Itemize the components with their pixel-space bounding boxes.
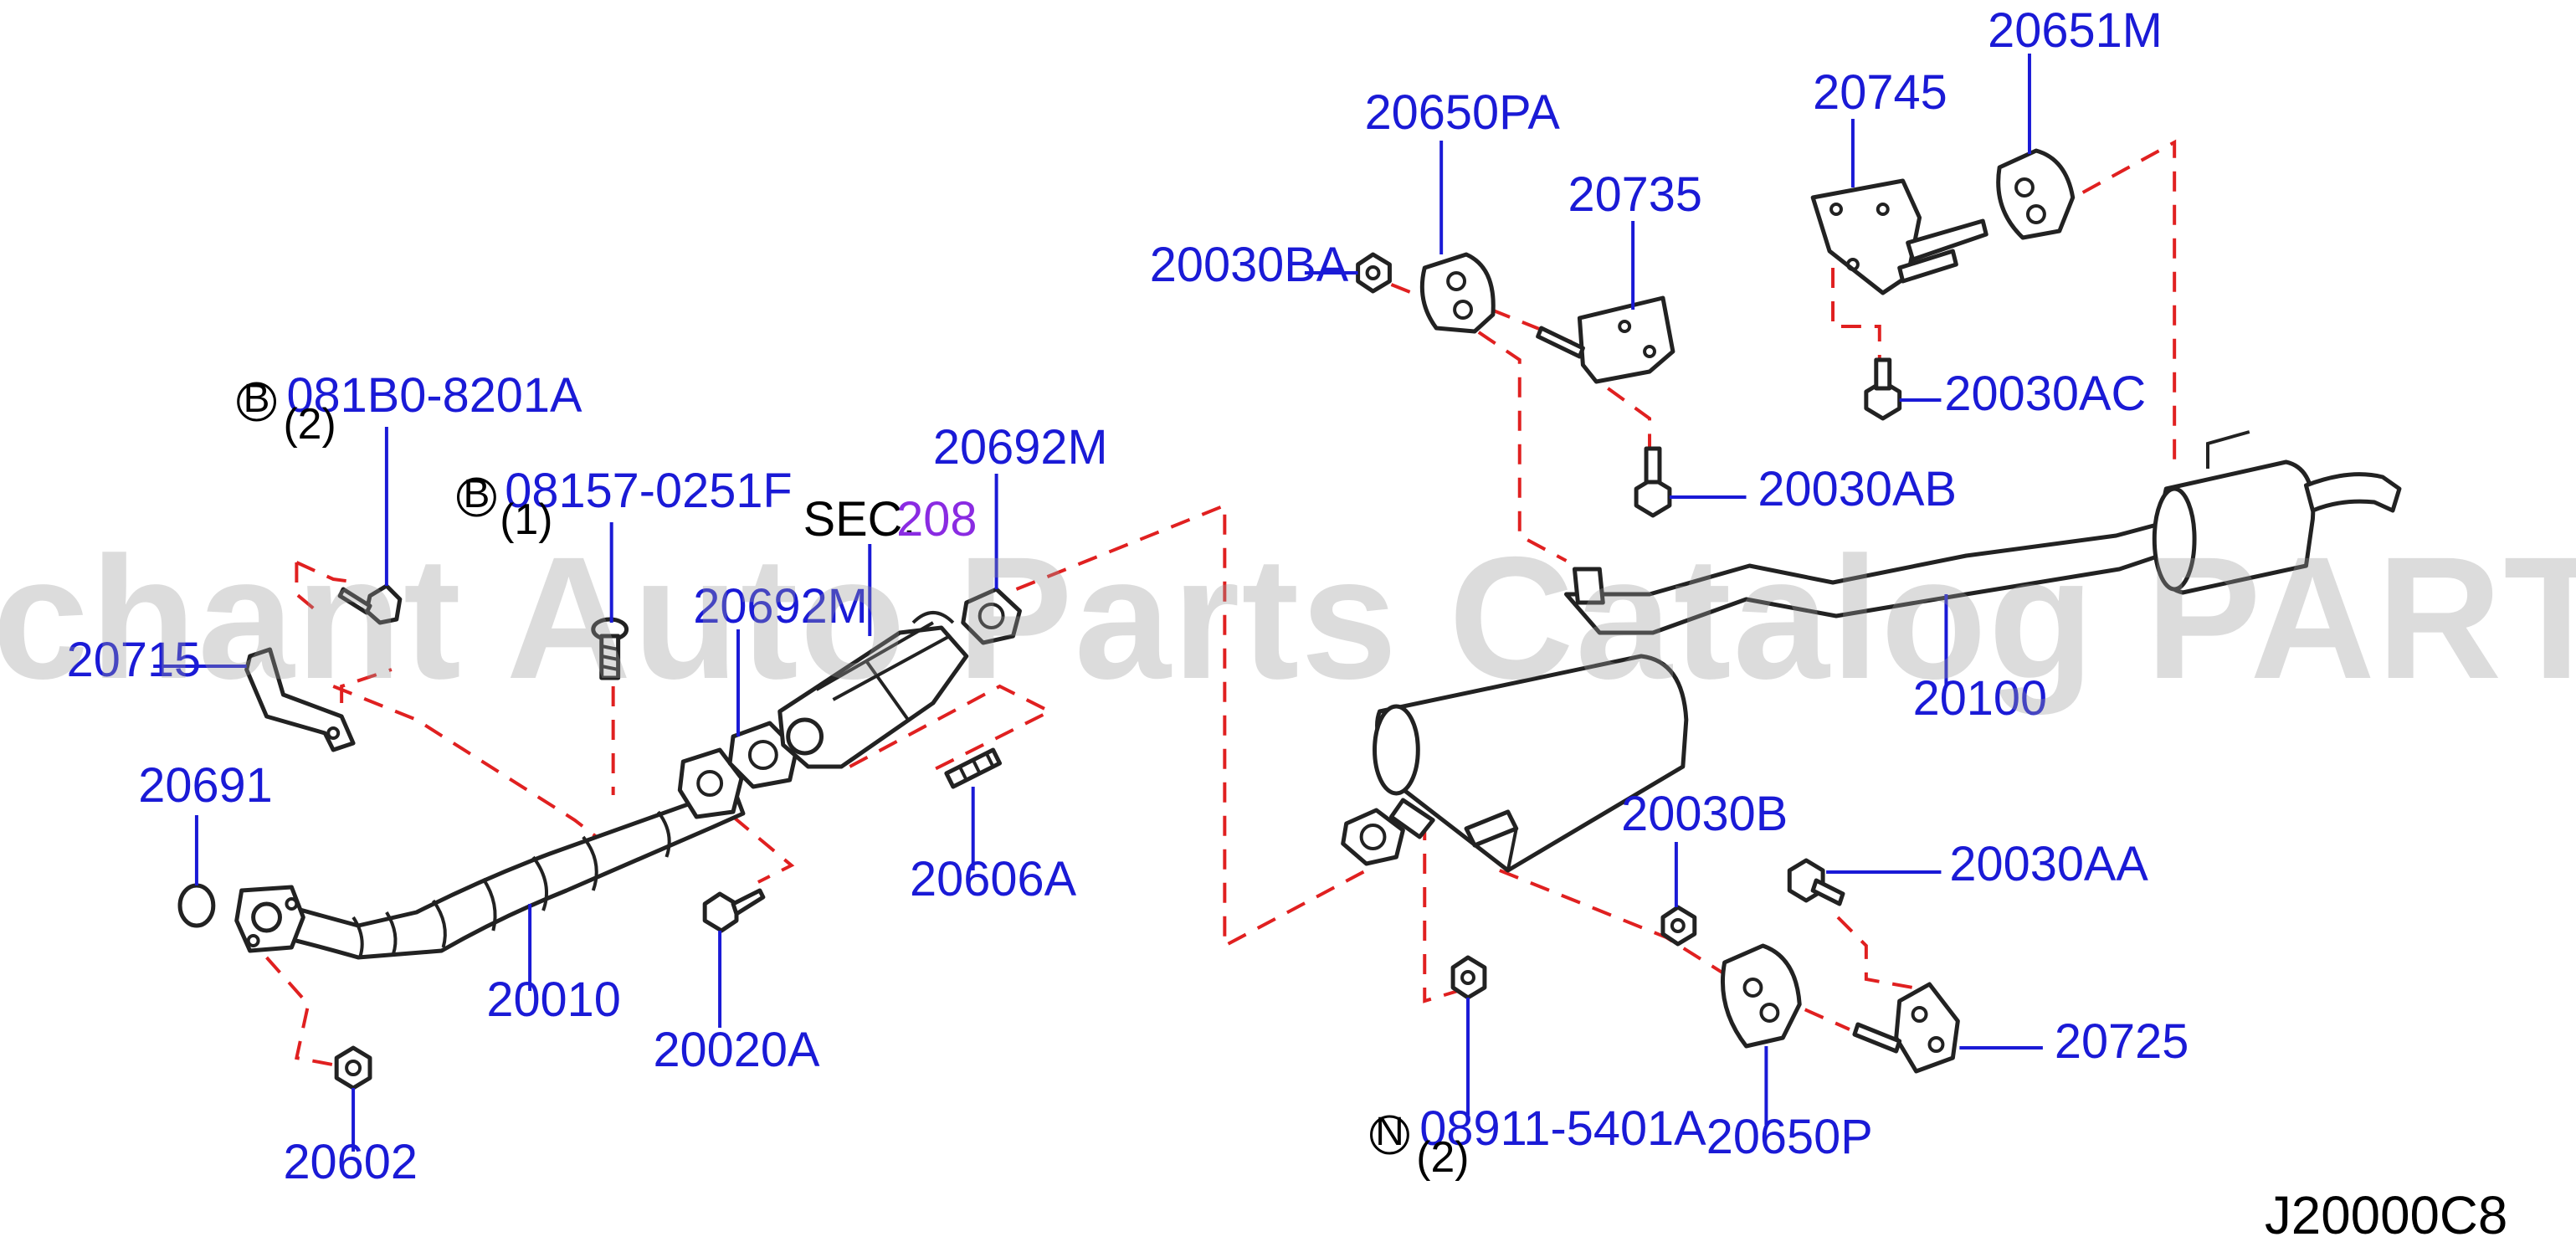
gasket-20692M-lower[interactable] bbox=[727, 721, 799, 789]
part-label-20030AB[interactable]: 20030AB bbox=[1758, 463, 1957, 516]
diagram-code: J20000C8 bbox=[2265, 1185, 2507, 1242]
part-number[interactable]: 081B0-8201A bbox=[286, 369, 582, 423]
nut-marker-n bbox=[1370, 1115, 1409, 1155]
nut-20030BA[interactable] bbox=[1356, 252, 1392, 294]
catalytic-converter[interactable] bbox=[777, 611, 969, 769]
callout-08911-5401A[interactable]: N 08911-5401A (2) bbox=[1370, 1102, 1707, 1181]
quantity: (1) bbox=[500, 495, 552, 543]
nut-20602[interactable] bbox=[334, 1045, 372, 1091]
nut-08911-5401A[interactable] bbox=[1450, 955, 1487, 1000]
part-label-20030BA[interactable]: 20030BA bbox=[1150, 239, 1349, 292]
bolt-20030AC[interactable] bbox=[1864, 357, 1902, 421]
rear-flange-front-tube[interactable] bbox=[677, 747, 744, 819]
bracket-20735[interactable] bbox=[1536, 295, 1675, 384]
bracket-20725[interactable] bbox=[1852, 982, 1960, 1074]
mount-rubber-20651M[interactable] bbox=[1996, 148, 2076, 240]
part-number[interactable]: 08157-0251F bbox=[505, 464, 792, 518]
mount-rubber-20650PA[interactable] bbox=[1419, 252, 1496, 334]
part-label-20725[interactable]: 20725 bbox=[2055, 1015, 2189, 1069]
part-label-20735[interactable]: 20735 bbox=[1568, 168, 1702, 222]
bolt-20030AB[interactable] bbox=[1634, 446, 1672, 518]
inlet-flange-center-muffler[interactable] bbox=[1341, 808, 1405, 866]
part-label-20602[interactable]: 20602 bbox=[283, 1136, 418, 1189]
part-label-20651M[interactable]: 20651M bbox=[1988, 4, 2163, 58]
o-ring-20691[interactable] bbox=[177, 883, 216, 928]
part-label-20010[interactable]: 20010 bbox=[486, 973, 621, 1027]
mount-rubber-20650P[interactable] bbox=[1721, 943, 1802, 1049]
section-prefix: SEC. bbox=[803, 493, 916, 547]
callout-marker: B bbox=[244, 377, 270, 421]
quantity: (2) bbox=[1416, 1132, 1469, 1181]
quantity: (2) bbox=[283, 399, 336, 448]
part-labels: 20715 20691 20602 20010 20020A 20692M 20… bbox=[67, 4, 2189, 1189]
callout-marker: B bbox=[463, 472, 490, 516]
center-muffler[interactable] bbox=[1373, 654, 1689, 873]
part-label-20691[interactable]: 20691 bbox=[138, 759, 273, 813]
part-label-20030AC[interactable]: 20030AC bbox=[1944, 367, 2146, 421]
section-reference[interactable]: SEC. 208 bbox=[803, 493, 978, 547]
part-label-20030AA[interactable]: 20030AA bbox=[1949, 838, 2148, 891]
leader-lines bbox=[153, 54, 2043, 1152]
main-muffler[interactable] bbox=[2152, 430, 2402, 595]
part-label-20650P[interactable]: 20650P bbox=[1706, 1111, 1873, 1164]
nut-20030B[interactable] bbox=[1660, 905, 1697, 947]
part-label-20606A[interactable]: 20606A bbox=[910, 853, 1076, 906]
part-label-20715[interactable]: 20715 bbox=[67, 634, 202, 687]
bolt-marker-b bbox=[237, 382, 276, 422]
part-label-20745[interactable]: 20745 bbox=[1813, 66, 1947, 120]
callout-081B0-8201A[interactable]: B 081B0-8201A (2) bbox=[237, 369, 582, 448]
part-number[interactable]: 08911-5401A bbox=[1419, 1102, 1706, 1156]
part-label-20030B[interactable]: 20030B bbox=[1621, 788, 1788, 841]
part-label-20692M-lower[interactable]: 20692M bbox=[693, 580, 868, 634]
section-number-link[interactable]: 208 bbox=[896, 493, 977, 547]
bolt-08157-0251F[interactable] bbox=[591, 617, 629, 680]
bracket-20745[interactable] bbox=[1810, 178, 1988, 295]
bolt-marker-b bbox=[457, 477, 496, 517]
front-tube-assembly[interactable] bbox=[248, 784, 746, 960]
part-label-20100[interactable]: 20100 bbox=[1913, 672, 2048, 726]
bolt-20020A[interactable] bbox=[702, 888, 766, 933]
watermark: Offers Merchant Auto Parts Catalog PARTS… bbox=[0, 521, 2576, 716]
part-label-20692M-upper[interactable]: 20692M bbox=[933, 421, 1108, 475]
bolt-081B0-8201A[interactable] bbox=[337, 583, 403, 625]
part-label-20650PA[interactable]: 20650PA bbox=[1365, 86, 1561, 140]
stud-20606A[interactable] bbox=[944, 747, 1003, 789]
part-label-20020A[interactable]: 20020A bbox=[653, 1024, 819, 1077]
callout-marker: N bbox=[1375, 1110, 1403, 1154]
bolt-20030AA[interactable] bbox=[1787, 858, 1845, 906]
front-tube-flange[interactable] bbox=[234, 885, 305, 953]
bracket-20715[interactable] bbox=[244, 647, 356, 752]
callout-08157-0251F[interactable]: B 08157-0251F (1) bbox=[457, 464, 793, 543]
